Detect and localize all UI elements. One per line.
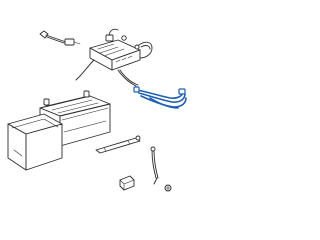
battery-parts-diagram (7, 28, 187, 192)
hold-down-bracket[interactable] (95, 135, 141, 154)
ground-cable[interactable] (117, 69, 139, 87)
nut[interactable] (164, 184, 172, 192)
battery-terminal-negative (43, 98, 50, 106)
upper-cable-with-clip[interactable] (39, 30, 81, 46)
terminal-clip[interactable] (119, 175, 135, 191)
hold-down-bolt[interactable] (150, 146, 159, 185)
battery-terminal-positive (83, 90, 90, 98)
fuse-box-assembly[interactable] (75, 28, 153, 81)
battery-tray[interactable] (7, 113, 63, 171)
battery-cable-harness[interactable] (133, 86, 187, 109)
